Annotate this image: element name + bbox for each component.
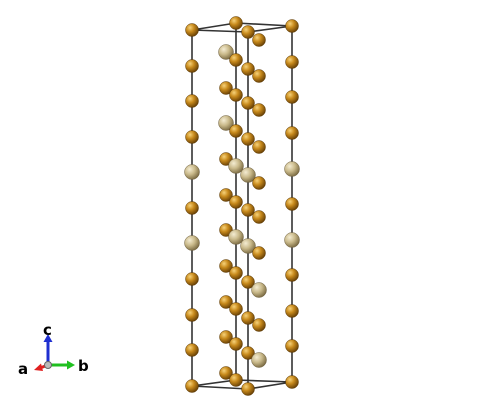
atom-dark <box>241 96 255 110</box>
cell-edge <box>191 29 249 33</box>
a-axis-label: a <box>18 360 28 378</box>
atom-dark <box>252 210 266 224</box>
atom-dark <box>185 379 199 393</box>
atom-light <box>228 158 244 174</box>
atom-light <box>251 282 267 298</box>
atom-dark <box>229 53 243 67</box>
atom-dark <box>229 195 243 209</box>
a-arrowhead <box>34 363 43 371</box>
atom-dark <box>285 268 299 282</box>
atom-dark <box>252 33 266 47</box>
atom-dark <box>219 330 233 344</box>
atom-dark <box>285 19 299 33</box>
atom-dark <box>229 124 243 138</box>
unit-cell-edges <box>191 22 293 390</box>
atom-light <box>218 115 234 131</box>
atom-dark <box>185 94 199 108</box>
atom-dark <box>185 201 199 215</box>
atom-dark <box>219 81 233 95</box>
atom-dark <box>241 311 255 325</box>
atom-dark <box>229 266 243 280</box>
atom-dark <box>285 339 299 353</box>
atom-light <box>240 167 256 183</box>
atom-light <box>218 44 234 60</box>
atoms-layer <box>184 16 300 396</box>
atom-light <box>284 232 300 248</box>
atom-light <box>240 238 256 254</box>
atom-dark <box>285 126 299 140</box>
atom-dark <box>219 366 233 380</box>
cell-edge <box>191 379 237 387</box>
atom-dark <box>285 90 299 104</box>
atom-light <box>184 235 200 251</box>
atom-dark <box>252 103 266 117</box>
atom-dark <box>219 295 233 309</box>
atom-dark <box>229 302 243 316</box>
atom-dark <box>185 59 199 73</box>
b-arrowhead <box>67 360 75 370</box>
cell-edge <box>247 381 293 390</box>
axis-triad: c b a <box>18 321 89 378</box>
atom-dark <box>185 130 199 144</box>
cell-edge <box>191 385 249 390</box>
atom-dark <box>241 203 255 217</box>
atom-dark <box>241 382 255 396</box>
atom-dark <box>229 373 243 387</box>
atom-light <box>228 229 244 245</box>
cell-edge <box>235 379 293 383</box>
cell-edge <box>191 22 237 31</box>
atom-dark <box>241 132 255 146</box>
atom-dark <box>219 188 233 202</box>
atom-dark <box>252 318 266 332</box>
atom-dark <box>285 197 299 211</box>
atom-dark <box>285 375 299 389</box>
atom-dark <box>219 259 233 273</box>
atom-dark <box>185 272 199 286</box>
c-arrowhead <box>43 334 53 342</box>
atom-light <box>284 161 300 177</box>
axis-origin <box>44 361 52 369</box>
atom-dark <box>285 55 299 69</box>
cell-edge <box>247 25 293 33</box>
atom-dark <box>252 140 266 154</box>
c-axis-label: c <box>43 321 52 339</box>
atom-dark <box>252 176 266 190</box>
atom-light <box>251 352 267 368</box>
b-axis-label: b <box>78 357 89 375</box>
atom-dark <box>229 88 243 102</box>
atom-dark <box>229 16 243 30</box>
atom-light <box>184 164 200 180</box>
atom-dark <box>252 69 266 83</box>
atom-dark <box>241 275 255 289</box>
atom-dark <box>185 308 199 322</box>
atom-dark <box>241 62 255 76</box>
cell-edge <box>235 22 293 27</box>
atom-dark <box>185 23 199 37</box>
atom-dark <box>241 346 255 360</box>
atom-dark <box>241 25 255 39</box>
atom-dark <box>252 246 266 260</box>
atom-dark <box>185 343 199 357</box>
atom-dark <box>285 304 299 318</box>
atom-dark <box>229 337 243 351</box>
